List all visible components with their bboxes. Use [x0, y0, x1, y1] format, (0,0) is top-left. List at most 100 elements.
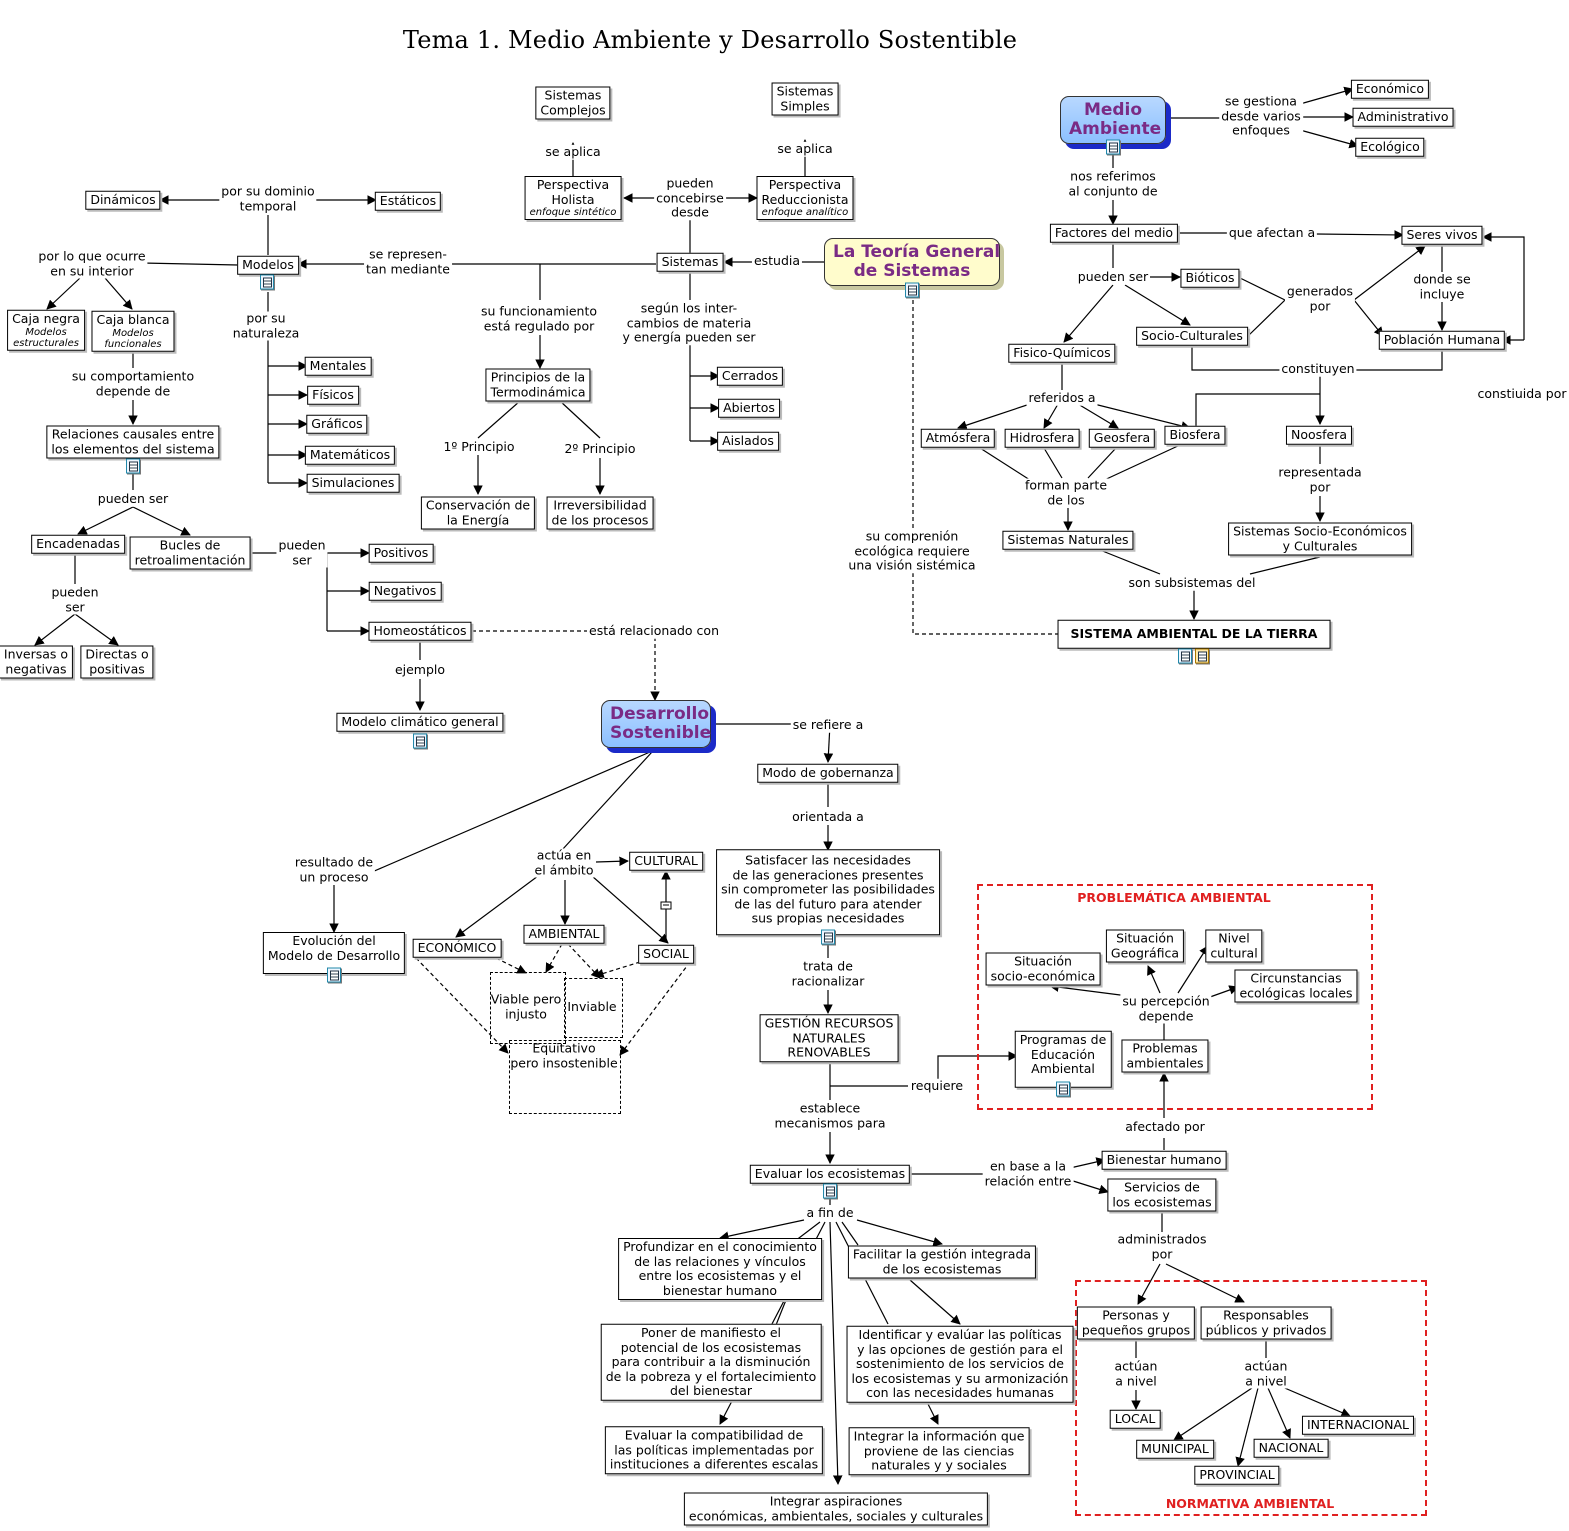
node-bioticos[interactable]: Bióticos — [1180, 268, 1240, 288]
node-provincial[interactable]: PROVINCIAL — [1194, 1465, 1280, 1485]
node-socio-culturales[interactable]: Socio-Culturales — [1136, 326, 1248, 346]
node-noosfera[interactable]: Noosfera — [1285, 425, 1353, 445]
node-profundizar[interactable]: Profundizar en el conocimiento de las re… — [618, 1238, 822, 1300]
node-positivos[interactable]: Positivos — [368, 543, 434, 563]
node-servicios-ecosistemas[interactable]: Servicios de los ecosistemas — [1107, 1178, 1217, 1212]
node-hidrosfera[interactable]: Hidrosfera — [1004, 428, 1080, 448]
node-sistemas-complejos[interactable]: Sistemas Complejos — [535, 86, 611, 120]
document-icon[interactable] — [126, 458, 140, 474]
node-facilitar-gestion[interactable]: Facilitar la gestión integrada de los ec… — [847, 1245, 1037, 1279]
node-identificar-politicas[interactable]: Identificar y evalúar las políticas y la… — [846, 1325, 1074, 1403]
node-bucles[interactable]: Bucles de retroalimentación — [129, 536, 251, 570]
node-sistemas[interactable]: Sistemas — [656, 252, 724, 272]
node-integrar-informacion[interactable]: Integrar la información que proviene de … — [848, 1427, 1030, 1475]
node-gestion-recursos[interactable]: GESTIÓN RECURSOS NATURALES RENOVABLES — [759, 1014, 899, 1062]
node-municipal[interactable]: MUNICIPAL — [1136, 1439, 1214, 1459]
node-poblacion-humana[interactable]: Población Humana — [1378, 330, 1506, 350]
hub-desarrollo-sostenible[interactable]: Desarrollo Sostenible — [601, 700, 711, 748]
node-principios-termodinamica[interactable]: Principios de la Termodinámica — [485, 368, 591, 402]
node-integrar-aspiraciones[interactable]: Integrar aspiraciones económicas, ambien… — [683, 1492, 989, 1526]
document-icon[interactable] — [1056, 1081, 1070, 1097]
node-estaticos[interactable]: Estáticos — [374, 191, 442, 211]
region-problematica-title: PROBLEMÁTICA AMBIENTAL — [1077, 890, 1271, 905]
hub-teoria-general-sistemas[interactable]: La Teoría General de Sistemas — [824, 238, 1000, 286]
node-economico-ambito[interactable]: ECONÓMICO — [412, 938, 502, 958]
node-fisico-quimicos[interactable]: Fisico-Químicos — [1008, 343, 1116, 363]
link-label: requiere — [908, 1077, 966, 1094]
node-nacional[interactable]: NACIONAL — [1253, 1438, 1329, 1458]
link-label: son subsistemas del — [1126, 574, 1258, 591]
document-icon[interactable] — [260, 274, 274, 290]
node-evolucion-modelo[interactable]: Evolución del Modelo de Desarrollo — [262, 932, 406, 974]
node-cerrados[interactable]: Cerrados — [716, 366, 784, 386]
node-problemas-ambientales[interactable]: Problemas ambientales — [1121, 1039, 1209, 1073]
node-ecologico[interactable]: Ecológico — [1355, 137, 1425, 157]
node-negativos[interactable]: Negativos — [368, 581, 442, 601]
node-atmosfera[interactable]: Atmósfera — [920, 428, 996, 448]
node-responsables[interactable]: Responsables públicos y privados — [1200, 1306, 1332, 1340]
link-label: su funcionamiento está regulado por — [478, 303, 600, 334]
link-label: se aplica — [775, 140, 835, 157]
node-modelo-climatico[interactable]: Modelo climático general — [336, 712, 504, 732]
node-modo-gobernanza[interactable]: Modo de gobernanza — [757, 763, 899, 783]
document-icon[interactable] — [823, 1183, 837, 1199]
node-graficos[interactable]: Gráficos — [306, 414, 368, 434]
document-icon[interactable] — [905, 282, 919, 298]
node-relaciones-causales[interactable]: Relaciones causales entre los elementos … — [46, 425, 220, 459]
node-social[interactable]: SOCIAL — [638, 944, 694, 964]
node-sistema-ambiental-tierra[interactable]: SISTEMA AMBIENTAL DE LA TIERRA — [1057, 619, 1331, 649]
node-ambiental[interactable]: AMBIENTAL — [523, 924, 605, 944]
node-bienestar-humano[interactable]: Bienestar humano — [1101, 1150, 1227, 1170]
node-economico[interactable]: Económico — [1350, 79, 1430, 99]
node-inversas[interactable]: Inversas o negativas — [0, 645, 74, 679]
node-encadenadas[interactable]: Encadenadas — [31, 534, 125, 554]
node-circunstancias-ecologicas[interactable]: Circunstancias ecológicas locales — [1234, 969, 1358, 1003]
node-internacional[interactable]: INTERNACIONAL — [1301, 1415, 1415, 1435]
document-icon[interactable] — [413, 733, 427, 749]
node-seres-vivos[interactable]: Seres vivos — [1401, 225, 1483, 245]
node-label: Caja blanca — [96, 311, 170, 327]
node-fisicos[interactable]: Físicos — [307, 385, 359, 405]
node-evaluar-ecosistemas[interactable]: Evaluar los ecosistemas — [749, 1164, 911, 1184]
node-matematicos[interactable]: Matemáticos — [304, 445, 396, 465]
document-icon[interactable] — [821, 929, 835, 945]
node-homeostaticos[interactable]: Homeostáticos — [368, 621, 472, 641]
node-dinamicos[interactable]: Dinámicos — [85, 190, 161, 210]
node-cultural[interactable]: CULTURAL — [629, 851, 703, 871]
node-directas[interactable]: Directas o positivas — [80, 645, 154, 679]
document-icon[interactable] — [1106, 139, 1120, 155]
venn-label-equitativo: Equitativo pero insostenible — [510, 1040, 618, 1070]
node-biosfera[interactable]: Biosfera — [1164, 425, 1226, 445]
node-irreversibilidad[interactable]: Irreversibilidad de los procesos — [546, 496, 654, 530]
node-personas-grupos[interactable]: Personas y pequeños grupos — [1076, 1306, 1196, 1340]
link-icon[interactable] — [1195, 648, 1209, 664]
document-icon[interactable] — [1178, 648, 1192, 664]
node-sistemas-socioeconomicos[interactable]: Sistemas Socio-Económicos y Culturales — [1228, 522, 1412, 556]
node-factores-medio[interactable]: Factores del medio — [1049, 223, 1179, 243]
node-situacion-geografica[interactable]: Situación Geográfica — [1105, 929, 1185, 963]
node-programas-educacion[interactable]: Programas de Educación Ambiental — [1014, 1030, 1112, 1088]
node-nivel-cultural[interactable]: Nivel cultural — [1205, 929, 1263, 963]
node-administrativo[interactable]: Administrativo — [1352, 107, 1454, 127]
region-normativa-title: NORMATIVA AMBIENTAL — [1165, 1496, 1335, 1511]
node-mentales[interactable]: Mentales — [304, 356, 372, 376]
node-modelos[interactable]: Modelos — [237, 255, 299, 275]
hub-medio-ambiente[interactable]: Medio Ambiente — [1060, 96, 1166, 144]
node-situacion-socioeconomica[interactable]: Situación socio-económica — [985, 952, 1101, 986]
node-sistemas-simples[interactable]: Sistemas Simples — [771, 82, 839, 116]
node-abiertos[interactable]: Abiertos — [718, 398, 780, 418]
node-geosfera[interactable]: Geosfera — [1088, 428, 1156, 448]
node-sistemas-naturales[interactable]: Sistemas Naturales — [1002, 530, 1134, 550]
node-evaluar-compatibilidad[interactable]: Evaluar la compatibilidad de las polític… — [604, 1426, 824, 1474]
document-icon[interactable] — [327, 967, 341, 983]
node-local[interactable]: LOCAL — [1109, 1409, 1161, 1429]
node-aislados[interactable]: Aislados — [717, 431, 779, 451]
node-simulaciones[interactable]: Simulaciones — [306, 473, 400, 493]
node-poner-manifiesto[interactable]: Poner de manifiesto el potencial de los … — [600, 1323, 822, 1401]
node-satisfacer-necesidades[interactable]: Satisfacer las necesidades de las genera… — [716, 849, 940, 935]
node-conservacion-energia[interactable]: Conservación de la Energía — [420, 496, 536, 530]
